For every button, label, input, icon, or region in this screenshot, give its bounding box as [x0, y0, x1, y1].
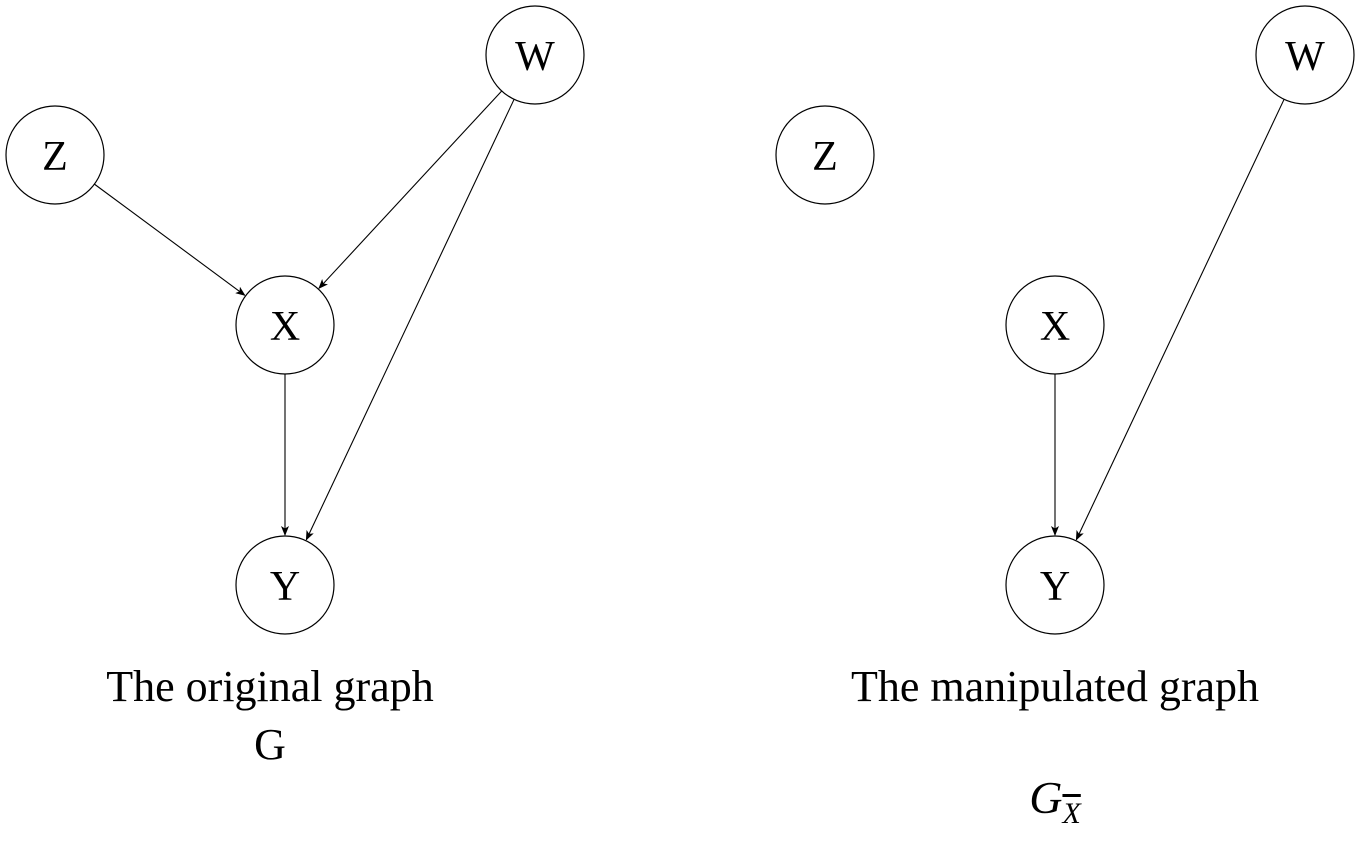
original-node-y: Y	[235, 535, 335, 635]
original-edge-w-to-y	[305, 99, 515, 541]
manipulated-graph-symbol: GX	[980, 770, 1130, 832]
original-edge-w-to-x	[318, 90, 503, 290]
original-node-y-label: Y	[270, 564, 300, 610]
original-node-x: X	[235, 275, 335, 375]
manipulated-node-w-circle	[1255, 5, 1355, 105]
original-node-y-circle	[235, 535, 335, 635]
manipulated-graph-symbol-base: G	[1029, 772, 1063, 823]
manipulated-node-y-label: Y	[1040, 564, 1070, 610]
original-node-w-circle	[485, 5, 585, 105]
manipulated-node-y: Y	[1005, 535, 1105, 635]
manipulated-graph-symbol-subscript: X	[1062, 797, 1081, 830]
original-node-w: W	[485, 5, 585, 105]
manipulated-node-z-label: Z	[812, 134, 838, 180]
manipulated-node-x-circle	[1005, 275, 1105, 375]
manipulated-node-z: Z	[775, 105, 875, 205]
manipulated-node-x-label: X	[1040, 304, 1070, 350]
original-graph-caption: The original graph	[106, 662, 434, 711]
manipulated-node-w-label: W	[1285, 34, 1325, 80]
original-node-x-label: X	[270, 304, 300, 350]
manipulated-graph-caption: The manipulated graph	[850, 662, 1260, 711]
manipulated-edge-w-to-y	[1075, 99, 1285, 541]
manipulated-node-y-circle	[1005, 535, 1105, 635]
manipulated-node-w: W	[1255, 5, 1355, 105]
original-graph: Z W X Y	[5, 5, 585, 635]
manipulated-node-x: X	[1005, 275, 1105, 375]
manipulated-node-z-circle	[775, 105, 875, 205]
original-node-z-circle	[5, 105, 105, 205]
original-node-z: Z	[5, 105, 105, 205]
original-node-x-circle	[235, 275, 335, 375]
original-node-w-label: W	[515, 34, 555, 80]
original-graph-symbol: G	[254, 720, 286, 769]
original-edge-z-to-x	[94, 183, 246, 296]
original-node-z-label: Z	[42, 134, 68, 180]
manipulated-graph: Z W X Y	[775, 5, 1355, 635]
